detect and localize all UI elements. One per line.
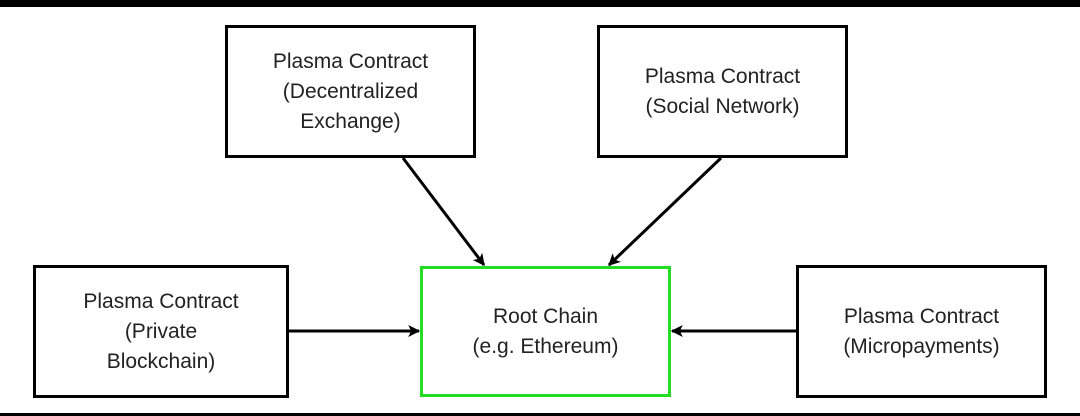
node-label-line: Plasma Contract — [83, 289, 239, 313]
node-label-line: Exchange) — [300, 109, 401, 133]
node-plasma-micropayments: Plasma Contract (Micropayments) — [796, 265, 1047, 398]
node-plasma-decentralized-exchange: Plasma Contract (Decentralized Exchange) — [225, 25, 476, 158]
node-plasma-social-network: Plasma Contract (Social Network) — [597, 25, 848, 158]
edge-dex-to-root — [401, 157, 486, 266]
node-root-chain: Root Chain (e.g. Ethereum) — [420, 266, 671, 397]
node-label-line: Plasma Contract — [843, 304, 1000, 328]
node-label-line: (e.g. Ethereum) — [472, 334, 619, 358]
bottom-border — [0, 413, 1080, 416]
node-label-line: (Decentralized — [282, 79, 419, 103]
node-label-line: Plasma Contract — [272, 49, 429, 73]
node-label-line: (Micropayments) — [843, 334, 1000, 358]
node-label-line: (Social Network) — [645, 94, 800, 118]
node-plasma-private-blockchain: Plasma Contract (Private Blockchain) — [33, 265, 289, 398]
node-label-line: Root Chain — [492, 304, 599, 328]
node-label-line: Blockchain) — [106, 349, 216, 373]
node-label-line: Plasma Contract — [644, 64, 801, 88]
edge-social-to-root — [607, 156, 723, 267]
top-border — [0, 0, 1080, 7]
node-label-line: (Private — [124, 319, 198, 343]
